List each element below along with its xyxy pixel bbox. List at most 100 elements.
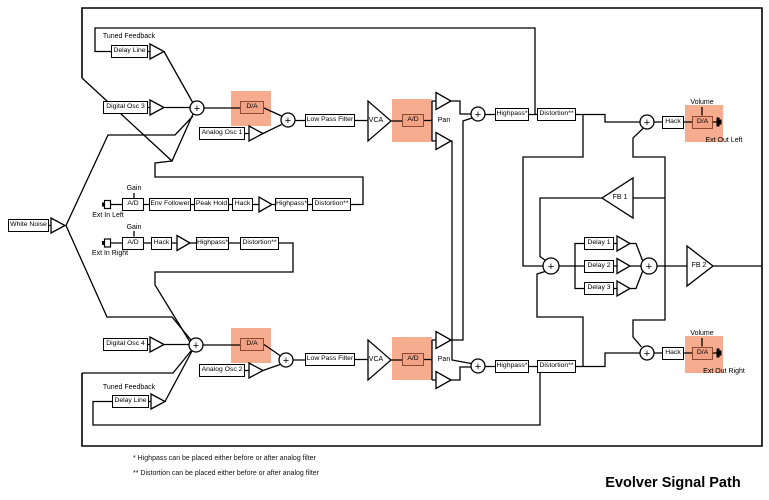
da-osc-top-box: D/A bbox=[240, 101, 264, 114]
low-pass-filter-bottom-box: Low Pass Filter bbox=[305, 353, 355, 366]
sum-post-pan-bottom: + bbox=[470, 358, 486, 374]
da-out-left-box: D/A bbox=[692, 115, 713, 129]
footnote-distortion: ** Distortion can be placed either befor… bbox=[133, 470, 319, 477]
out-left-wires bbox=[654, 107, 717, 123]
pan-bottom-label: Pan bbox=[437, 356, 451, 363]
feedback-diagonal-bottom bbox=[82, 350, 192, 374]
highpass-bottom-box: Highpass* bbox=[495, 360, 529, 373]
amp-delay2-icon bbox=[616, 257, 632, 275]
ext-in-left-return bbox=[154, 160, 364, 206]
sum-pre-lpf-top: + bbox=[280, 112, 296, 128]
ext-in-right-chain bbox=[103, 231, 240, 244]
svg-text:+: + bbox=[644, 117, 650, 129]
hack-out-right-box: Hack bbox=[662, 346, 684, 360]
ext-in-left-chain bbox=[103, 193, 312, 206]
bottom-post-pan-path bbox=[485, 352, 640, 368]
fb2-triangle-icon bbox=[686, 244, 715, 288]
pan-bottom-right-amp-icon bbox=[435, 370, 453, 390]
delay-network-wires bbox=[559, 242, 762, 290]
digital-osc4-box: Digital Osc 4 bbox=[103, 338, 148, 351]
ad-top-box: A/D bbox=[402, 114, 424, 127]
svg-text:+: + bbox=[193, 340, 199, 352]
da-out-right-box: D/A bbox=[692, 346, 713, 360]
ext-out-right-jack-icon bbox=[716, 348, 722, 358]
gain-right-label: Gain bbox=[126, 223, 142, 231]
hack-ext-in-right-box: Hack bbox=[151, 236, 172, 250]
delay3-box: Delay 3 bbox=[584, 282, 614, 295]
ad-bottom-box: A/D bbox=[402, 353, 424, 366]
pan-top-outputs bbox=[451, 100, 472, 365]
sum-delay-out: + bbox=[640, 257, 658, 275]
sum-mix-right: + bbox=[639, 345, 655, 361]
svg-text:+: + bbox=[644, 348, 650, 360]
distortion-bottom-box: Distortion** bbox=[537, 360, 576, 373]
svg-text:+: + bbox=[283, 355, 289, 367]
amp-ext-in-right-icon bbox=[176, 234, 192, 252]
ad-ext-in-left-box: A/D bbox=[122, 198, 144, 211]
fb1-triangle-icon bbox=[600, 176, 634, 220]
amp-digital-osc3-icon bbox=[149, 98, 166, 117]
ext-in-right-return bbox=[154, 242, 294, 343]
delay2-box: Delay 2 bbox=[584, 259, 614, 273]
analog-osc2-box: Analog Osc 2 bbox=[199, 364, 245, 377]
pan-top-left-amp-icon bbox=[435, 91, 453, 111]
amp-delay-line-top-icon bbox=[149, 42, 166, 61]
svg-text:+: + bbox=[646, 261, 652, 273]
amp-delay1-icon bbox=[616, 234, 632, 253]
svg-text:+: + bbox=[194, 103, 200, 115]
peak-hold-box: Peak Hold bbox=[194, 198, 229, 211]
distortion-ext-in-right-box: Distortion** bbox=[240, 236, 279, 250]
da-osc-bottom-box: D/A bbox=[240, 338, 264, 351]
amp-delay-line-bottom-icon bbox=[150, 392, 167, 411]
ext-in-right-jack-icon bbox=[102, 238, 112, 248]
highpass-top-box: Highpass* bbox=[495, 108, 529, 121]
ext-in-left-label: Ext In Left bbox=[92, 211, 124, 219]
svg-text:+: + bbox=[548, 261, 554, 273]
volume-left-label: Volume bbox=[690, 98, 714, 106]
pan-top-right-amp-icon bbox=[435, 131, 453, 151]
svg-text:+: + bbox=[285, 115, 291, 127]
hack-out-left-box: Hack bbox=[662, 115, 684, 129]
highpass-ext-in-left-box: Highpass* bbox=[275, 198, 308, 211]
bottom-channel-path bbox=[203, 339, 436, 381]
amp-delay3-icon bbox=[616, 279, 632, 298]
amp-ext-in-left-icon bbox=[258, 195, 274, 214]
ext-out-right-label: Ext Out Right bbox=[703, 367, 745, 375]
analog-osc1-box: Analog Osc 1 bbox=[199, 127, 245, 140]
pan-bottom-outputs bbox=[451, 117, 473, 381]
sum-osc-bottom: + bbox=[188, 337, 204, 353]
sum-delay-in: + bbox=[542, 257, 560, 275]
tuned-feedback-loop-top bbox=[94, 27, 536, 115]
distortion-top-box: Distortion** bbox=[537, 108, 576, 121]
top-post-pan-path bbox=[485, 113, 640, 123]
amp-analog-osc1-icon bbox=[248, 124, 265, 143]
ad-ext-in-right-box: A/D bbox=[122, 236, 144, 250]
ext-in-right-label: Ext In Right bbox=[91, 250, 129, 257]
delay-line-top-box: Delay Line bbox=[111, 45, 148, 58]
amp-digital-osc4-icon bbox=[149, 335, 166, 354]
out-right-wires bbox=[654, 338, 717, 354]
ext-out-left-label: Ext Out Left bbox=[705, 137, 743, 144]
volume-right-label: Volume bbox=[690, 329, 714, 337]
amp-white-noise-icon bbox=[50, 216, 67, 235]
bottom-delay-tap bbox=[536, 270, 584, 367]
tuned-feedback-top-label: Tuned Feedback bbox=[102, 33, 156, 40]
sum-mix-left: + bbox=[639, 114, 655, 130]
sum-osc-top: + bbox=[189, 100, 205, 116]
top-delay-tap bbox=[522, 114, 584, 267]
distortion-ext-in-left-box: Distortion** bbox=[312, 198, 351, 211]
digital-osc3-box: Digital Osc 3 bbox=[103, 101, 148, 114]
ext-out-left-jack-icon bbox=[716, 117, 722, 127]
outer-feedback-loop bbox=[81, 7, 763, 447]
white-noise-box: White Noise bbox=[8, 219, 49, 232]
low-pass-filter-top-box: Low Pass Filter bbox=[305, 114, 355, 127]
env-follower-box: Env Follower bbox=[149, 198, 191, 211]
feedback-diagonal-top bbox=[81, 77, 194, 163]
ext-in-left-jack-icon bbox=[102, 199, 112, 210]
delay1-box: Delay 1 bbox=[584, 237, 614, 250]
svg-text:+: + bbox=[475, 361, 481, 373]
page-title: Evolver Signal Path bbox=[605, 475, 741, 491]
fb1-label: FB 1 bbox=[612, 194, 628, 201]
